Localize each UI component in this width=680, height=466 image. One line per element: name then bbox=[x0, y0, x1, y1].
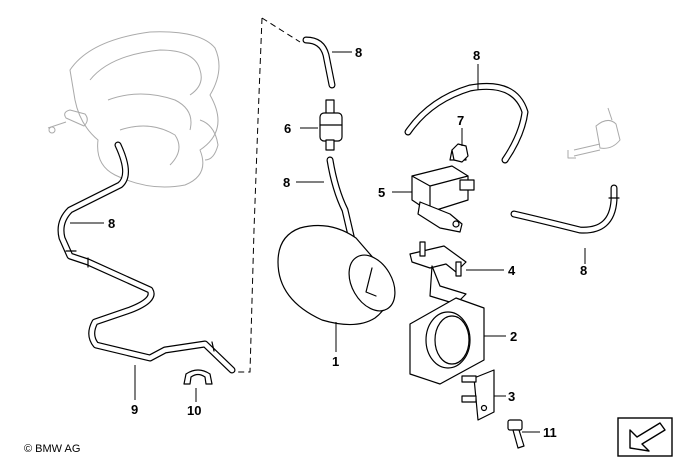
engine-housing-outline bbox=[47, 31, 220, 188]
vent-line-9 bbox=[57, 141, 236, 374]
bolt-11 bbox=[507, 419, 525, 449]
solenoid-valve-5 bbox=[411, 149, 475, 233]
copyright-notice: © BMW AG bbox=[24, 443, 81, 455]
hose-8-loop bbox=[404, 82, 529, 164]
hose-8-right bbox=[510, 184, 620, 234]
callout-8-right: 8 bbox=[580, 263, 587, 278]
hose-8-top bbox=[302, 36, 336, 89]
leader-lines bbox=[70, 51, 586, 433]
callout-6: 6 bbox=[284, 121, 291, 136]
callout-7: 7 bbox=[457, 113, 464, 128]
nut-7 bbox=[451, 143, 469, 163]
callout-5: 5 bbox=[378, 185, 385, 200]
assembly-boundary bbox=[234, 17, 301, 373]
bracket-3 bbox=[461, 369, 495, 421]
holder-2 bbox=[409, 297, 485, 385]
callout-8-left: 8 bbox=[108, 216, 115, 231]
bracket-4 bbox=[409, 241, 467, 305]
pressure-regulator bbox=[567, 107, 621, 159]
callout-8-top: 8 bbox=[355, 45, 362, 60]
callout-8-loop: 8 bbox=[473, 48, 480, 63]
callout-9: 9 bbox=[131, 402, 138, 417]
callout-1: 1 bbox=[332, 354, 339, 369]
arrow-down-left-icon[interactable] bbox=[617, 417, 673, 457]
filter-6 bbox=[319, 99, 343, 151]
callout-4: 4 bbox=[508, 263, 516, 278]
callout-3: 3 bbox=[508, 389, 515, 404]
charcoal-canister-1 bbox=[277, 225, 396, 326]
callout-10: 10 bbox=[187, 403, 201, 418]
hose-8-mid bbox=[326, 156, 356, 244]
callout-11: 11 bbox=[543, 425, 557, 440]
callout-2: 2 bbox=[510, 329, 517, 344]
callout-8-mid: 8 bbox=[283, 175, 290, 190]
clip-10 bbox=[183, 369, 213, 385]
